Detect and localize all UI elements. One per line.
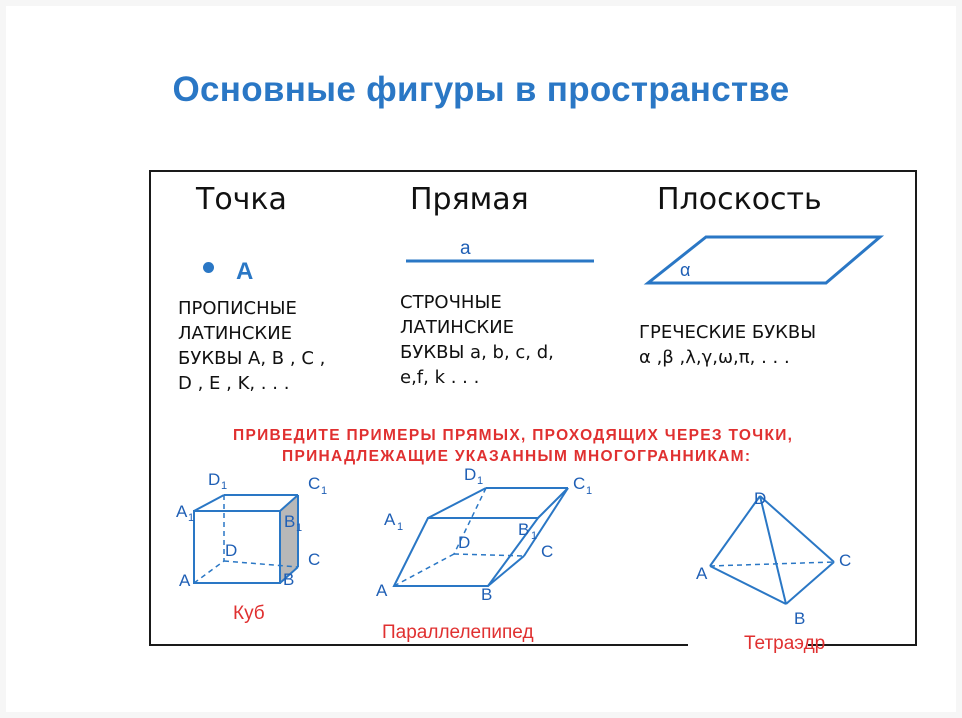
cube-label-d1-sub: 1 [221, 480, 227, 492]
point-desc-4: D , E , K, . . . [178, 373, 290, 394]
cube-label-c1: C [308, 474, 320, 493]
parallelepiped-hidden-edge [453, 487, 487, 555]
cube-side-face [280, 495, 298, 583]
point-desc-2: ЛАТИНСКИЕ [178, 323, 293, 344]
cube-label-a1: A [176, 502, 188, 521]
parallelepiped-hidden-edge [453, 553, 525, 557]
point-desc-3: БУКВЫ A, B , C , [178, 348, 326, 369]
cube-caption: Куб [233, 603, 265, 624]
parallelepiped-label-d1-sub: 1 [477, 475, 483, 487]
cube-figure: D 1 C 1 A 1 B 1 D C A B [176, 470, 327, 590]
parallelepiped-front-face [392, 517, 540, 587]
task-line-2: ПРИНАДЛЕЖАЩИЕ УКАЗАННЫМ МНОГОГРАННИКАМ: [282, 448, 752, 465]
point-label: A [236, 258, 254, 285]
parallelepiped-caption: Параллелепипед [382, 622, 534, 643]
tetrahedron-hidden-edge [709, 561, 835, 567]
parallelepiped-figure: D 1 C 1 A 1 B 1 D C A B [376, 465, 592, 604]
tetrahedron-caption: Тетраэдр [744, 633, 826, 654]
tetrahedron-edge [785, 561, 835, 605]
tetrahedron-label-a: A [696, 564, 708, 583]
cube-label-d: D [225, 541, 237, 560]
cube-edge [193, 494, 225, 512]
cube-label-d1: D [208, 470, 220, 489]
cube-hidden-edge [193, 560, 225, 584]
cube-label-a1-sub: 1 [188, 512, 194, 524]
parallelepiped-label-c: C [541, 542, 553, 561]
tetrahedron-edge [709, 565, 787, 605]
frame-gap [688, 640, 808, 652]
heading-point: Точка [196, 182, 287, 217]
parallelepiped-hidden-edge [393, 553, 455, 587]
parallelepiped-label-d1: D [464, 465, 476, 484]
tetrahedron-edge [759, 495, 835, 563]
tetrahedron-edge [759, 495, 787, 605]
parallelepiped-label-b: B [481, 585, 492, 604]
line-desc-2: ЛАТИНСКИЕ [400, 317, 515, 338]
heading-line: Прямая [410, 182, 529, 217]
line-label: a [460, 238, 471, 259]
cube-hidden-edge [223, 560, 299, 568]
tetrahedron-label-b: B [794, 609, 805, 628]
cube-label-b: B [283, 570, 294, 589]
parallelepiped-edge [427, 487, 487, 519]
slide-title: Основные фигуры в пространстве [172, 70, 790, 109]
parallelepiped-label-c1: C [573, 474, 585, 493]
tetrahedron-label-c: C [839, 551, 851, 570]
plane-figure: α [643, 235, 885, 285]
cube-label-c1-sub: 1 [321, 485, 327, 497]
heading-plane: Плоскость [657, 182, 822, 217]
cube-edge [279, 566, 299, 584]
tetrahedron-figure: D C A B [696, 489, 851, 628]
cube-label-c: C [308, 550, 320, 569]
plane-label: α [680, 260, 690, 280]
plane-desc-1: ГРЕЧЕСКИЕ БУКВЫ [639, 322, 817, 343]
parallelepiped-label-b1-sub: 1 [531, 530, 537, 542]
line-figure: a [406, 238, 594, 263]
parallelepiped-label-a1-sub: 1 [397, 521, 403, 533]
line-desc-3: БУКВЫ a, b, c, d, [400, 342, 554, 363]
parallelepiped-label-a1: A [384, 510, 396, 529]
parallelepiped-label-a: A [376, 581, 388, 600]
point-desc-1: ПРОПИСНЫЕ [178, 298, 297, 319]
plane-parallelogram [643, 235, 885, 285]
parallelepiped-edge [487, 555, 525, 587]
cube-edge [279, 494, 299, 512]
parallelepiped-label-b1: B [518, 520, 529, 539]
plane-desc-2: α ,β ,λ,γ,ω,π, . . . [639, 347, 790, 368]
point-dot [203, 262, 214, 273]
cube-label-b1: B [284, 512, 295, 531]
content-frame [149, 170, 917, 646]
parallelepiped-edge [523, 487, 569, 557]
tetrahedron-label-d: D [754, 489, 766, 508]
cube-label-b1-sub: 1 [296, 522, 302, 534]
parallelepiped-label-c1-sub: 1 [586, 485, 592, 497]
parallelepiped-label-d: D [458, 533, 470, 552]
task-line-1: ПРИВЕДИТЕ ПРИМЕРЫ ПРЯМЫХ, ПРОХОДЯЩИХ ЧЕР… [233, 427, 794, 444]
line-desc-1: СТРОЧНЫЕ [400, 292, 502, 313]
parallelepiped-edge [537, 487, 569, 519]
line-desc-4: e,f, k . . . [400, 367, 480, 388]
cube-front-face [193, 510, 281, 584]
cube-label-a: A [179, 571, 191, 590]
tetrahedron-edge [709, 495, 761, 567]
